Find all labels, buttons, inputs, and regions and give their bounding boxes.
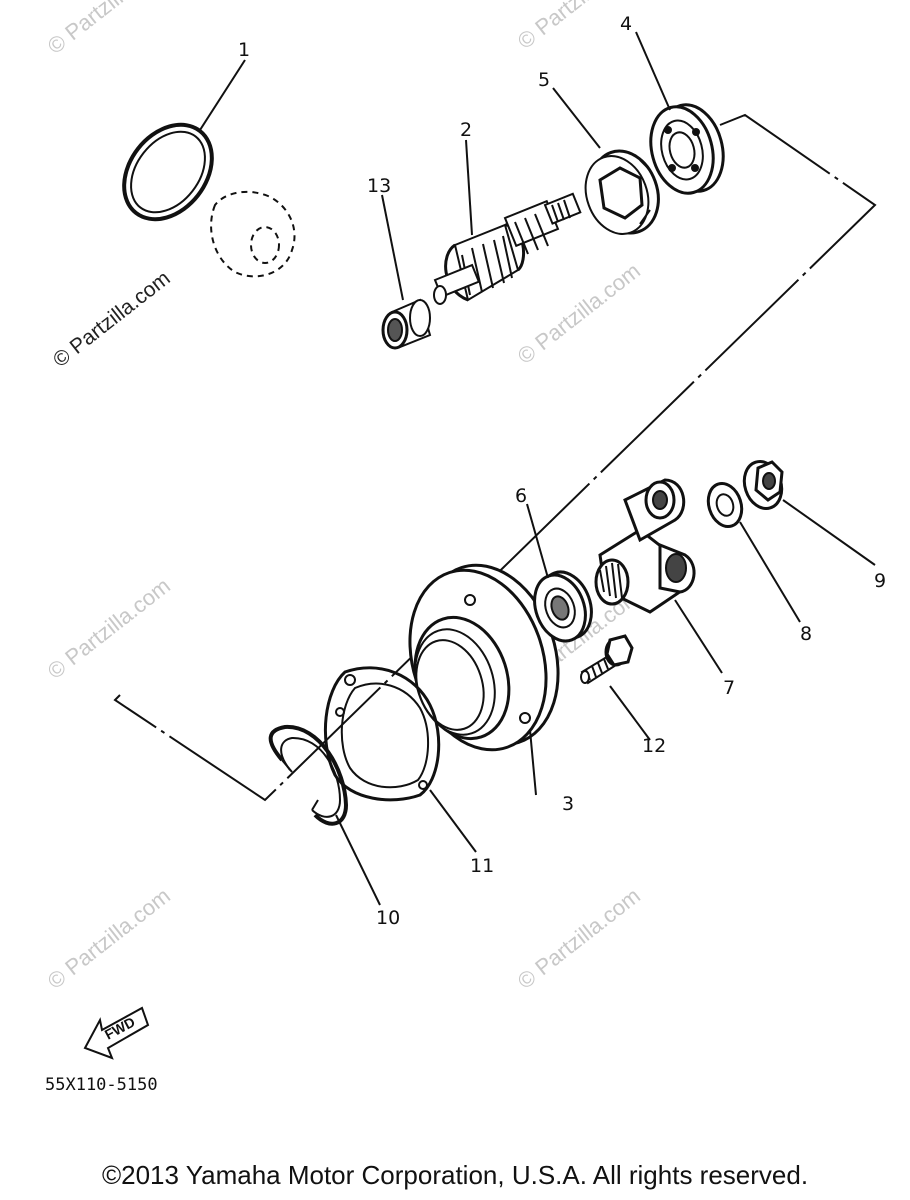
part-12-bolt	[580, 634, 634, 685]
part-1-o-ring	[122, 122, 214, 222]
watermark: © Partzilla.com	[43, 883, 175, 994]
callout-8: 8	[800, 623, 812, 645]
callout-6: 6	[515, 485, 527, 507]
part-7-yoke	[594, 478, 696, 614]
part-2-pinion-shaft	[433, 192, 582, 305]
part-9-nut	[742, 460, 784, 510]
part-4-bearing	[649, 103, 725, 195]
fwd-arrow-icon: FWD	[83, 1006, 150, 1060]
callout-2: 2	[460, 119, 472, 141]
callout-11: 11	[470, 855, 494, 877]
callout-13: 13	[367, 175, 391, 197]
watermark: © Partzilla.com	[43, 0, 175, 59]
reference-gear-outline	[210, 190, 296, 278]
part-8-washer	[706, 482, 744, 528]
watermark: © Partzilla.com	[49, 267, 175, 372]
callout-4: 4	[620, 13, 632, 35]
part-13-needle-bearing	[381, 298, 432, 350]
diagram-code: 55X110-5150	[45, 1075, 158, 1095]
part-5-retainer	[584, 149, 660, 235]
callout-5: 5	[538, 69, 550, 91]
watermark: © Partzilla.com	[513, 883, 645, 994]
callout-9: 9	[874, 570, 886, 592]
assembly-bracket	[113, 113, 877, 802]
part-11-gasket	[323, 666, 441, 802]
watermark: © Partzilla.com	[513, 258, 645, 369]
watermark: © Partzilla.com	[43, 573, 175, 684]
copyright-notice: ©2013 Yamaha Motor Corporation, U.S.A. A…	[101, 1160, 809, 1190]
callout-labels: 1 2 3 4 5 6 7 8 9 10 11 12 13	[238, 13, 886, 929]
part-3-housing	[408, 563, 560, 752]
callout-1: 1	[238, 39, 250, 61]
callout-10: 10	[376, 907, 400, 929]
callout-3: 3	[562, 793, 574, 815]
watermarks: © Partzilla.com © Partzilla.com © Partzi…	[43, 0, 645, 994]
callout-12: 12	[642, 735, 666, 757]
leader-lines	[199, 31, 876, 906]
callout-7: 7	[723, 677, 735, 699]
part-6-oil-seal	[533, 570, 593, 643]
